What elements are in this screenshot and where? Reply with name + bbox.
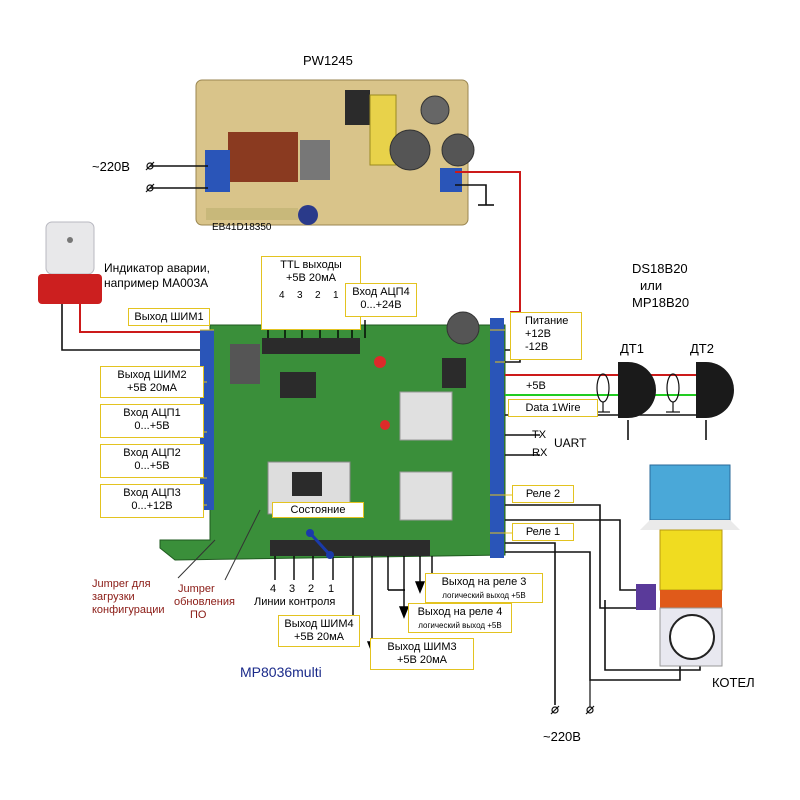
mains-symbols-bottom (550, 680, 595, 715)
adc4-range: 0...+24В (360, 299, 402, 311)
psu-model-label: PW1245 (303, 53, 353, 68)
ttl-spec: +5В 20мА (285, 272, 337, 284)
pwm3-box: Выход ШИМ3 +5В 20мА (370, 638, 474, 670)
pwm1-title: Выход ШИМ1 (134, 311, 204, 323)
boiler (636, 464, 740, 667)
relay4-out-sub: логический выход +5В (418, 621, 502, 630)
adc3-range: 0...+12В (131, 500, 173, 512)
relay3-out-box: Выход на реле 3 логический выход +5В (425, 573, 543, 603)
ttl-title: TTL выходы (280, 259, 342, 271)
sensor-type-or: или (640, 278, 663, 293)
tx-label: TX (532, 429, 547, 441)
sensor-type-1: DS18B20 (632, 261, 688, 276)
power-plus: +12В (525, 328, 551, 340)
alarm-label-line1: Индикатор аварии, (104, 261, 210, 275)
control-pin-4: 4 (270, 583, 277, 595)
plus5-label: +5В (526, 380, 546, 392)
boiler-label: КОТЕЛ (712, 675, 755, 690)
adc2-title: Вход АЦП2 (123, 447, 181, 459)
alarm-label-line2: например МА003А (104, 276, 209, 290)
sensor-dt1 (618, 362, 656, 418)
pwm4-spec: +5В 20мА (293, 631, 345, 643)
relay2-title: Реле 2 (525, 488, 561, 500)
control-pin-2: 2 (308, 583, 315, 595)
adc4-title: Вход АЦП4 (352, 286, 410, 298)
mains-top-label: ~220В (92, 159, 130, 174)
pwm3-title: Выход ШИМ3 (387, 641, 457, 653)
relay1-title: Реле 1 (525, 526, 561, 538)
adc1-box: Вход АЦП1 0...+5В (100, 404, 204, 438)
relay1-box: Реле 1 (512, 523, 574, 541)
jumper-leaders (177, 509, 261, 581)
main-board (159, 311, 506, 561)
relay2-box: Реле 2 (512, 485, 574, 503)
jumper-load-line1: Jumper для (92, 578, 151, 590)
psu-board (195, 79, 475, 226)
uart-label: UART (554, 436, 587, 450)
data-1wire-box: Data 1Wire (508, 399, 598, 417)
ttl-pin-1: 1 (333, 290, 339, 301)
mains-bottom-label: ~220В (543, 729, 581, 744)
power-title: Питание (525, 315, 569, 327)
jumper-load-line2: загрузки (92, 591, 135, 603)
cable-shields (596, 373, 680, 413)
dt2-label: ДТ2 (690, 341, 714, 356)
ttl-pin-4: 4 (279, 290, 285, 301)
pwm1-box: Выход ШИМ1 (128, 308, 210, 326)
status-title: Состояние (290, 504, 346, 516)
jumper-update-line2: обновления (174, 596, 235, 608)
ttl-outputs-box: TTL выходы +5В 20мА (261, 256, 361, 330)
status-box: Состояние (272, 502, 364, 518)
ttl-pin-2: 2 (315, 290, 321, 301)
relay4-out-title: Выход на реле 4 (417, 606, 503, 618)
dt1-label: ДТ1 (620, 341, 644, 356)
pwm2-box: Выход ШИМ2 +5В 20мА (100, 366, 204, 398)
jumper-update-line3: ПО (190, 609, 207, 621)
jumper-load-line3: конфигурации (92, 604, 165, 616)
control-pin-1: 1 (328, 583, 335, 595)
ttl-pin-3: 3 (297, 290, 303, 301)
device-name: MP8036multi (240, 664, 322, 680)
control-lines-title: Линии контроля (254, 596, 336, 608)
pwm4-title: Выход ШИМ4 (284, 618, 354, 630)
power-minus: -12В (525, 341, 549, 353)
rx-label: RX (532, 447, 548, 459)
adc3-box: Вход АЦП3 0...+12В (100, 484, 204, 518)
pwm2-spec: +5В 20мА (126, 382, 178, 394)
adc1-range: 0...+5В (134, 420, 170, 432)
mains-symbols-top (145, 161, 155, 193)
adc4-box: Вход АЦП4 0...+24В (345, 283, 417, 317)
pwm3-spec: +5В 20мА (396, 654, 448, 666)
jumper-link (306, 529, 334, 559)
relay3-out-title: Выход на реле 3 (441, 576, 527, 588)
power-box: Питание +12В -12В (510, 312, 582, 360)
adc2-range: 0...+5В (134, 460, 170, 472)
jumper-update-line1: Jumper (178, 583, 215, 595)
alarm-indicator (38, 221, 102, 304)
adc3-title: Вход АЦП3 (123, 487, 181, 499)
data-1wire-title: Data 1Wire (525, 402, 581, 414)
relay4-out-box: Выход на реле 4 логический выход +5В (408, 603, 512, 633)
sensor-dt2 (696, 362, 734, 418)
pwm4-box: Выход ШИМ4 +5В 20мА (278, 615, 360, 647)
adc2-box: Вход АЦП2 0...+5В (100, 444, 204, 478)
control-pin-3: 3 (289, 583, 296, 595)
pwm2-title: Выход ШИМ2 (117, 369, 187, 381)
sensor-type-2: MP18B20 (632, 295, 690, 310)
adc1-title: Вход АЦП1 (123, 407, 181, 419)
psu-pcb-label: EB41D18350 (212, 222, 272, 233)
relay3-out-sub: логический выход +5В (442, 591, 526, 600)
